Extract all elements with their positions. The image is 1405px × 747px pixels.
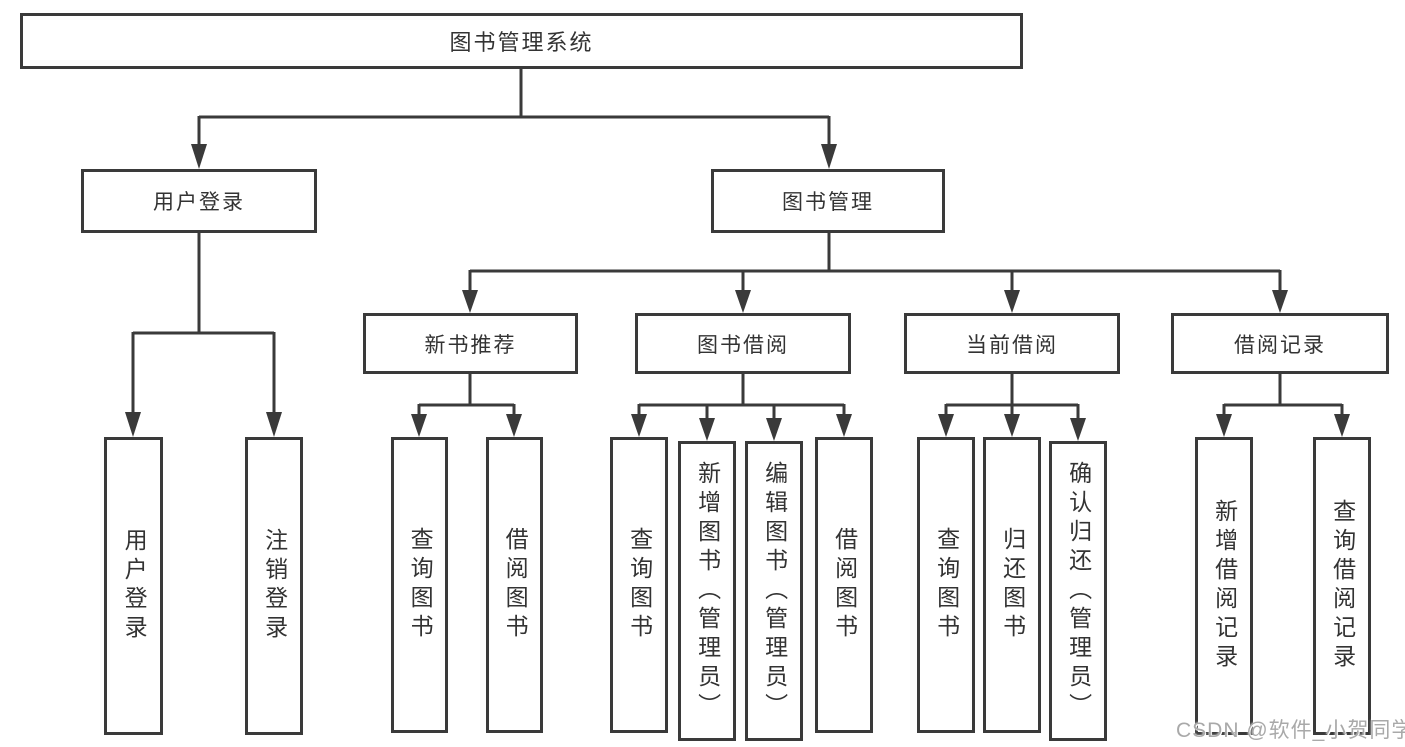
node-library-management-system: 图书管理系统 [20,13,1023,69]
node-label: 借阅记录 [1234,333,1326,357]
node-label: 新增借阅记录 [1211,499,1238,673]
node-label: 图书管理系统 [449,30,594,55]
node-query-borrow-record: 查询借阅记录 [1313,437,1371,735]
node-label: 查询图书 [933,527,960,643]
node-confirm-return-admin: 确认归还（管理员） [1049,441,1107,741]
node-logout-leaf: 注销登录 [245,437,303,735]
node-label: 用户登录 [121,528,148,644]
node-label: 编辑图书（管理员） [761,460,788,722]
node-add-borrow-record: 新增借阅记录 [1195,437,1253,735]
node-label: 查询图书 [626,527,653,643]
node-label: 确认归还（管理员） [1065,460,1092,722]
node-label: 新书推荐 [424,333,517,357]
node-label: 借阅图书 [502,527,529,643]
node-label: 查询借阅记录 [1329,499,1356,673]
node-book-management: 图书管理 [711,169,945,233]
node-user-login: 用户登录 [81,169,317,233]
node-label: 归还图书 [999,527,1026,643]
node-label: 借阅图书 [831,527,858,643]
node-new-book-recommendation: 新书推荐 [363,313,578,374]
node-current-borrowing: 当前借阅 [904,313,1120,374]
node-borrowing-records: 借阅记录 [1171,313,1389,374]
node-add-book-admin: 新增图书（管理员） [678,441,736,741]
node-query-books-current: 查询图书 [917,437,975,733]
node-label: 新增图书（管理员） [694,460,721,722]
node-label: 注销登录 [261,528,288,644]
node-label: 查询图书 [407,527,434,643]
node-borrow-books-leaf: 借阅图书 [815,437,873,733]
node-return-books: 归还图书 [983,437,1041,733]
node-edit-book-admin: 编辑图书（管理员） [745,441,803,741]
node-label: 图书管理 [782,191,874,214]
node-borrow-books-recommend: 借阅图书 [486,437,543,733]
node-label: 用户登录 [153,191,245,214]
node-query-books-recommend: 查询图书 [391,437,448,733]
csdn-watermark: CSDN @软件_小贺同学 [1176,719,1405,742]
node-book-borrowing: 图书借阅 [635,313,851,374]
node-label: 当前借阅 [966,333,1058,357]
node-label: 图书借阅 [697,333,789,357]
node-user-login-leaf: 用户登录 [104,437,163,735]
node-query-books-borrowing: 查询图书 [610,437,668,733]
